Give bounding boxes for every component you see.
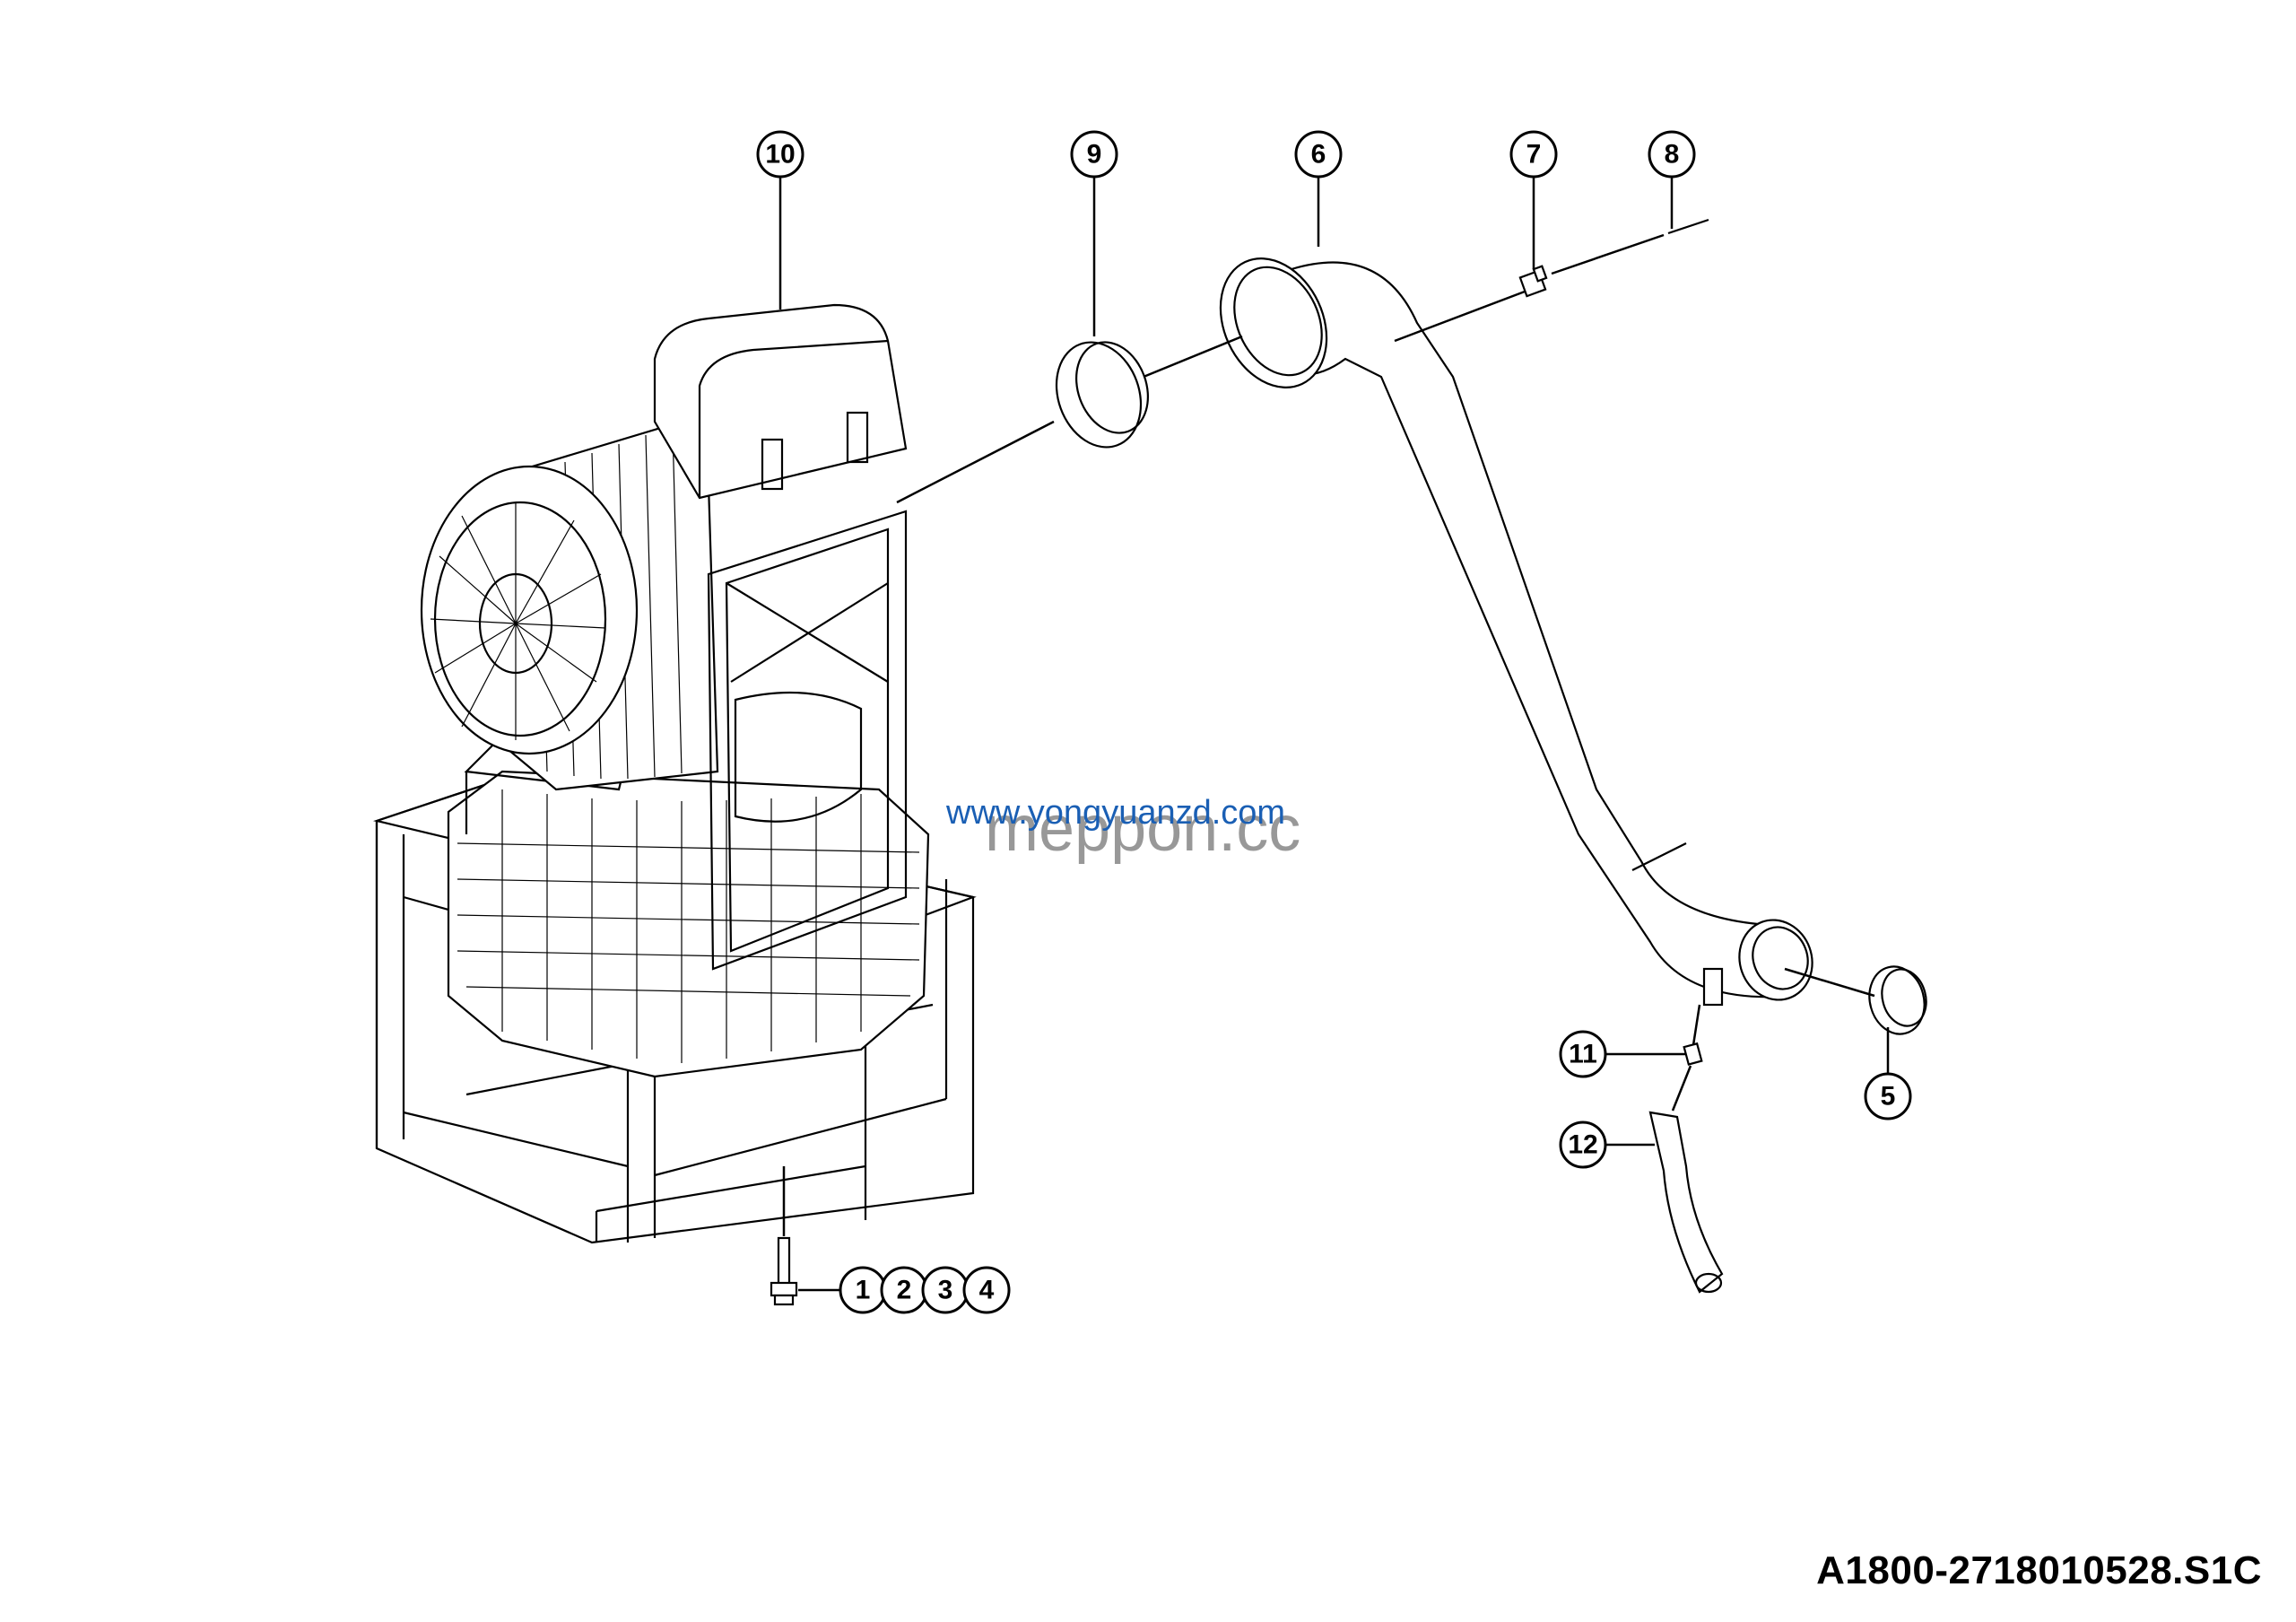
callout-5: 5 [1864,1072,1912,1121]
clamp-ring-9 [1055,341,1149,449]
pin-8 [1667,218,1709,235]
callout-9: 9 [1070,130,1118,179]
lower-housing [447,734,930,1078]
support-bracket [707,510,908,971]
filter-cover [653,303,908,500]
callout-leaders [778,177,1890,1292]
air-filter-body [420,420,719,791]
fitting-7 [1518,265,1548,298]
watermark-secondary: meppon.cc [985,793,1300,865]
svg-text:2: 2 [897,1276,912,1305]
svg-text:5: 5 [1881,1082,1896,1112]
svg-text:8: 8 [1665,140,1680,170]
bolt-1-4 [770,1236,798,1306]
hose-12 [1648,1111,1724,1294]
intake-pipe-6 [1219,257,1813,1007]
callout-12: 12 [1559,1121,1607,1169]
svg-text:9: 9 [1087,140,1102,170]
svg-text:11: 11 [1569,1040,1597,1069]
svg-text:6: 6 [1311,140,1326,170]
assembly-axes [782,233,1875,1236]
watermark-primary: www.yongyuanzd.com [945,794,1285,832]
drawing-number: A1800-2718010528.S1C [1816,1548,2262,1592]
svg-text:7: 7 [1526,140,1542,170]
callout-4: 4 [962,1266,1011,1314]
callout-10: 10 [756,130,804,179]
callout-2: 2 [880,1266,928,1314]
callout-7: 7 [1509,130,1558,179]
clamp-ring-5 [1868,965,1927,1035]
svg-text:10: 10 [765,140,795,170]
callout-6: 6 [1294,130,1343,179]
callout-1: 1 [839,1266,887,1314]
svg-text:3: 3 [938,1276,953,1305]
svg-text:4: 4 [979,1276,995,1305]
svg-text:12: 12 [1568,1130,1597,1160]
callout-11: 11 [1559,1030,1607,1078]
svg-text:1: 1 [856,1276,871,1305]
fitting-11 [1683,1042,1703,1066]
callout-3: 3 [921,1266,970,1314]
callout-8: 8 [1648,130,1696,179]
